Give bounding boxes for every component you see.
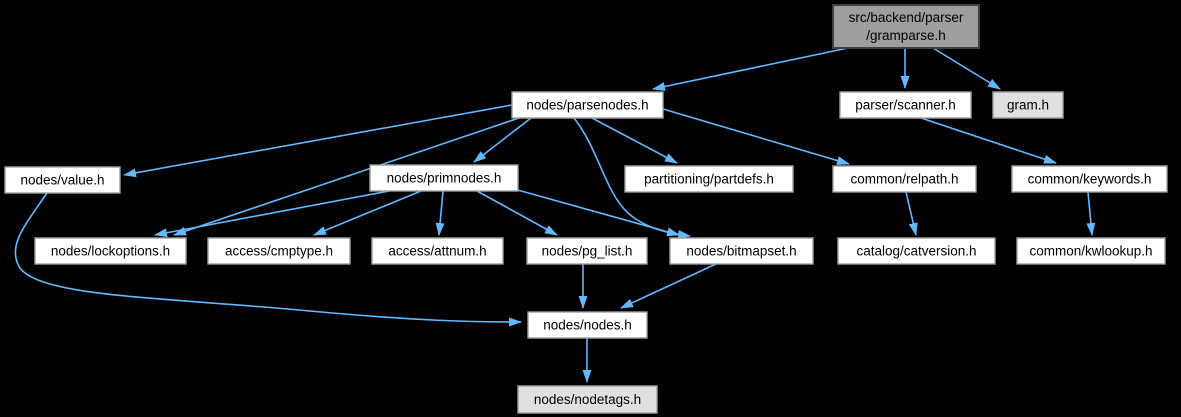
node-relpath-label: common/relpath.h bbox=[850, 172, 958, 187]
edge-parsenodes-partdefs bbox=[591, 117, 678, 164]
edge-primnodes-pglist bbox=[476, 190, 558, 236]
node-lockoptions-label: nodes/lockoptions.h bbox=[51, 244, 170, 259]
node-pglist[interactable]: nodes/pg_list.h bbox=[526, 237, 648, 265]
node-parsenodes-box[interactable] bbox=[511, 91, 664, 119]
node-lockoptions[interactable]: nodes/lockoptions.h bbox=[34, 237, 187, 265]
node-cmptype-box[interactable] bbox=[207, 237, 351, 265]
edge-gramparse-parsenodes bbox=[652, 47, 849, 91]
node-gram[interactable]: gram.h bbox=[992, 91, 1064, 119]
node-keywords[interactable]: common/keywords.h bbox=[1011, 165, 1168, 193]
node-kwlookup-label: common/kwlookup.h bbox=[1029, 244, 1152, 259]
node-nodes-label: nodes/nodes.h bbox=[543, 318, 632, 333]
node-catversion-box[interactable] bbox=[837, 237, 996, 265]
node-nodetags-label: nodes/nodetags.h bbox=[534, 392, 641, 407]
node-attnum[interactable]: access/attnum.h bbox=[371, 237, 504, 265]
edge-scanner-keywords bbox=[920, 117, 1057, 164]
edge-parsenodes-value bbox=[123, 104, 513, 178]
node-value-box[interactable] bbox=[4, 166, 121, 194]
node-primnodes-box[interactable] bbox=[369, 164, 519, 192]
node-scanner-box[interactable] bbox=[839, 91, 972, 119]
node-value-label: nodes/value.h bbox=[20, 173, 104, 188]
node-parsenodes-label: nodes/parsenodes.h bbox=[526, 98, 648, 113]
node-relpath-box[interactable] bbox=[832, 165, 977, 193]
node-parsenodes[interactable]: nodes/parsenodes.h bbox=[511, 91, 664, 119]
node-attnum-box[interactable] bbox=[371, 237, 504, 265]
node-nodetags-box[interactable] bbox=[517, 385, 658, 414]
node-bitmapset-box[interactable] bbox=[669, 237, 814, 265]
node-scanner-label: parser/scanner.h bbox=[855, 98, 956, 113]
edge-parsenodes-relpath bbox=[662, 108, 850, 165]
node-primnodes-label: nodes/primnodes.h bbox=[387, 171, 502, 186]
edge-keywords-kwlookup bbox=[1086, 191, 1096, 236]
node-bitmapset[interactable]: nodes/bitmapset.h bbox=[669, 237, 814, 265]
node-bitmapset-label: nodes/bitmapset.h bbox=[686, 244, 796, 259]
node-scanner[interactable]: parser/scanner.h bbox=[839, 91, 972, 119]
node-catversion[interactable]: catalog/catversion.h bbox=[837, 237, 996, 265]
node-pglist-label: nodes/pg_list.h bbox=[542, 244, 633, 259]
node-kwlookup-box[interactable] bbox=[1016, 237, 1166, 265]
node-gram-label: gram.h bbox=[1007, 98, 1049, 113]
node-gramparse-box[interactable] bbox=[832, 4, 980, 49]
node-gram-box[interactable] bbox=[992, 91, 1064, 119]
edge-primnodes-bitmapset bbox=[513, 188, 680, 237]
node-lockoptions-box[interactable] bbox=[34, 237, 187, 265]
node-primnodes[interactable]: nodes/primnodes.h bbox=[369, 164, 519, 192]
node-pglist-box[interactable] bbox=[526, 237, 648, 265]
edge-primnodes-lockoptions bbox=[154, 190, 390, 238]
node-partdefs-label: partitioning/partdefs.h bbox=[644, 172, 774, 187]
node-partdefs-box[interactable] bbox=[624, 165, 794, 193]
edge-primnodes-cmptype bbox=[313, 190, 422, 236]
edge-parsenodes-primnodes bbox=[473, 117, 532, 163]
node-gramparse[interactable]: src/backend/parser/gramparse.h bbox=[832, 4, 980, 49]
node-partdefs[interactable]: partitioning/partdefs.h bbox=[624, 165, 794, 193]
node-catversion-label: catalog/catversion.h bbox=[856, 244, 976, 259]
node-nodes-box[interactable] bbox=[527, 311, 648, 339]
node-kwlookup[interactable]: common/kwlookup.h bbox=[1016, 237, 1166, 265]
node-cmptype-label: access/cmptype.h bbox=[225, 244, 333, 259]
edge-bitmapset-nodes bbox=[620, 263, 717, 309]
edge-primnodes-attnum bbox=[435, 190, 445, 236]
edge-parsenodes-lockoptions bbox=[173, 117, 520, 236]
node-keywords-box[interactable] bbox=[1011, 165, 1168, 193]
node-keywords-label: common/keywords.h bbox=[1028, 172, 1152, 187]
edge-gramparse-gram bbox=[932, 47, 1001, 90]
node-value[interactable]: nodes/value.h bbox=[4, 166, 121, 194]
node-nodes[interactable]: nodes/nodes.h bbox=[527, 311, 648, 339]
node-relpath[interactable]: common/relpath.h bbox=[832, 165, 977, 193]
node-nodetags[interactable]: nodes/nodetags.h bbox=[517, 385, 658, 414]
node-attnum-label: access/attnum.h bbox=[388, 244, 486, 259]
edge-relpath-catversion bbox=[905, 191, 918, 236]
node-cmptype[interactable]: access/cmptype.h bbox=[207, 237, 351, 265]
node-gramparse-label: src/backend/parser/gramparse.h bbox=[849, 10, 964, 43]
edge-value-nodes bbox=[14, 192, 522, 327]
